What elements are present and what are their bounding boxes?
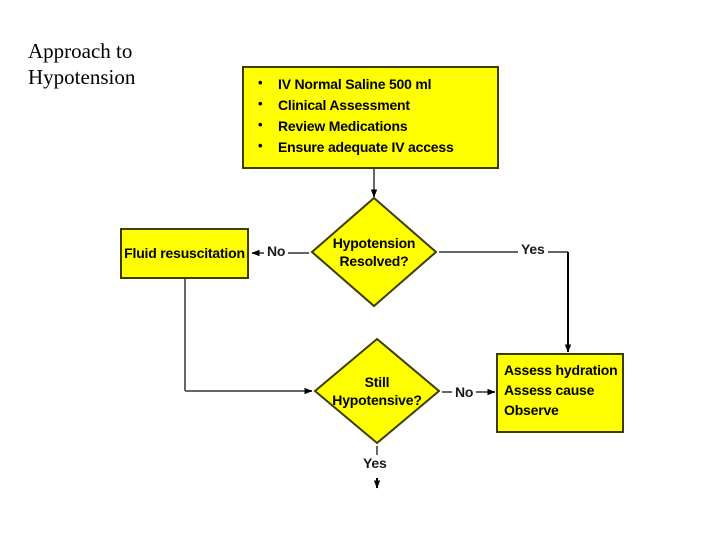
node-fluid-resuscitation[interactable]: Fluid resuscitation [120, 228, 249, 279]
node-label-line: Assess cause [504, 382, 595, 398]
list-item: IV Normal Saline 500 ml [254, 74, 489, 93]
node-label-line: Observe [504, 402, 559, 418]
node-label-line: Assess hydration [504, 362, 618, 378]
initial-management-list: IV Normal Saline 500 ml Clinical Assessm… [254, 74, 489, 156]
edge-label-yes-resolved: Yes [518, 241, 548, 257]
edge-label-yes-still: Yes [360, 455, 390, 471]
node-still-hypotensive[interactable]: Still Hypotensive? [313, 337, 441, 445]
node-label: Hypotension Resolved? [332, 235, 416, 269]
list-item: Clinical Assessment [254, 95, 489, 114]
node-label: Fluid resuscitation [124, 245, 245, 261]
node-initial-management[interactable]: IV Normal Saline 500 ml Clinical Assessm… [242, 66, 499, 169]
node-hypotension-resolved[interactable]: Hypotension Resolved? [310, 196, 438, 308]
list-item: Ensure adequate IV access [254, 137, 489, 156]
node-label: Still Hypotensive? [332, 374, 422, 408]
diamond-shape [313, 337, 441, 445]
edge-label-no-still: No [452, 384, 477, 400]
list-item: Review Medications [254, 116, 489, 135]
page-title: Approach to Hypotension [28, 39, 136, 89]
diamond-shape [310, 196, 438, 308]
node-assess[interactable]: Assess hydration Assess cause Observe [496, 353, 624, 433]
edge-label-no-resolved: No [264, 243, 289, 259]
